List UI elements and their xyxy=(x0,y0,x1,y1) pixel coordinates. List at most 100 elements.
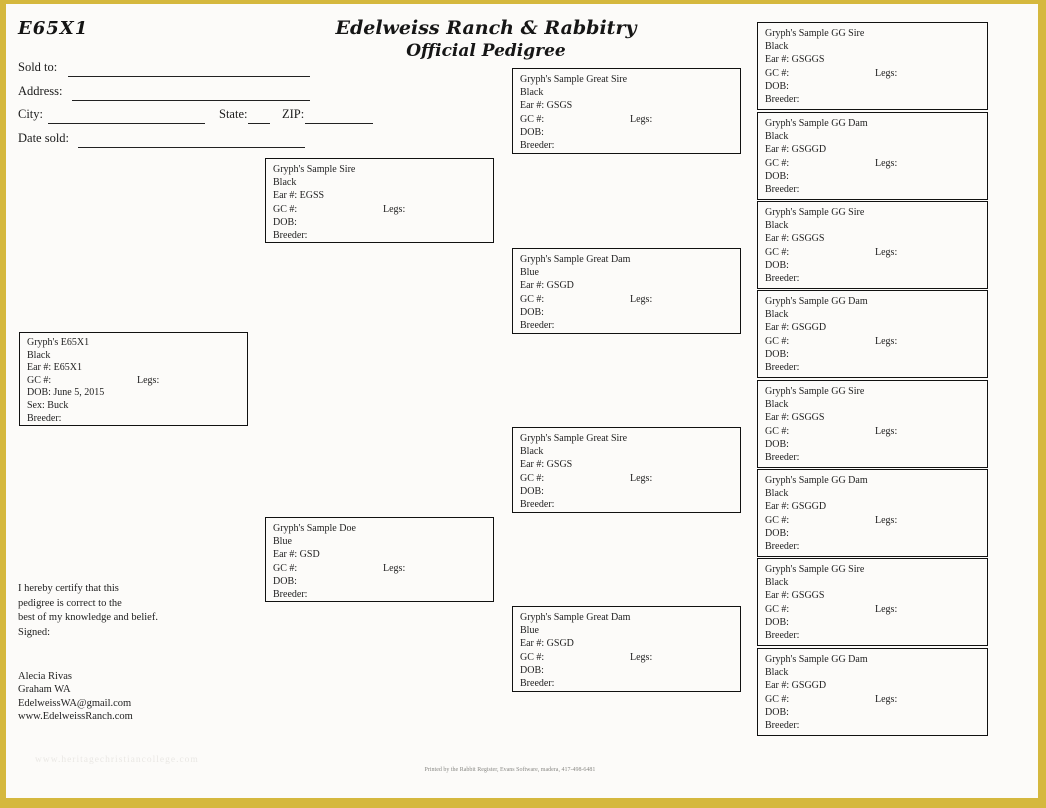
rabbit-name: Gryph's Sample GG Sire xyxy=(765,28,865,39)
rabbit-sex: Sex: Buck xyxy=(27,399,69,411)
breeder-label: Breeder: xyxy=(765,630,800,642)
breeder-location: Graham WA xyxy=(18,684,71,696)
pedigree-box-gg-dam-4: Gryph's Sample GG Dam Black Ear #: GSGGD… xyxy=(757,648,988,736)
pedigree-box-sire: Gryph's Sample Sire Black Ear #: EGSS GC… xyxy=(265,158,494,243)
rabbit-ear-number: Ear #: GSD xyxy=(273,549,320,561)
address-line xyxy=(72,99,310,101)
gc-legs-row: GC #: Legs: xyxy=(520,293,733,306)
gc-legs-row: GC #: Legs: xyxy=(765,603,980,616)
contact-block: Alecia Rivas Graham WA EdelweissWA@gmail… xyxy=(18,670,133,724)
rabbit-color: Black xyxy=(765,220,789,232)
breeder-label: Breeder: xyxy=(273,230,308,242)
pedigree-box-subject: Gryph's E65X1 Black Ear #: E65X1 GC #: L… xyxy=(19,332,248,426)
certification-line: pedigree is correct to the xyxy=(18,597,122,609)
rabbit-ear-number: Ear #: GSGS xyxy=(520,100,573,112)
date-sold-label: Date sold: xyxy=(18,131,70,145)
rabbit-name: Gryph's Sample GG Dam xyxy=(765,118,868,129)
state-line xyxy=(248,122,270,124)
rabbit-ear-number: Ear #: E65X1 xyxy=(27,362,82,374)
rabbit-name: Gryph's Sample Great Dam xyxy=(520,612,631,623)
rabbit-ear-number: Ear #: GSGGS xyxy=(765,54,825,66)
legs-label: Legs: xyxy=(383,562,406,574)
rabbit-ear-number: Ear #: GSGGS xyxy=(765,233,825,245)
pedigree-box-great-sire-1: Gryph's Sample Great Sire Black Ear #: G… xyxy=(512,68,741,154)
rabbit-color: Black xyxy=(273,177,297,189)
breeder-label: Breeder: xyxy=(273,589,308,601)
rabbit-color: Blue xyxy=(520,267,539,279)
rabbit-dob: DOB: xyxy=(765,170,789,182)
breeder-email: EdelweissWA@gmail.com xyxy=(18,697,132,709)
rabbit-ear-number: Ear #: GSGGS xyxy=(765,590,825,602)
gc-number-label: GC #: xyxy=(765,246,790,258)
legs-label: Legs: xyxy=(875,514,898,526)
legs-label: Legs: xyxy=(875,603,898,615)
paper-background xyxy=(6,4,1038,798)
pedigree-box-gg-sire-1: Gryph's Sample GG Sire Black Ear #: GSGG… xyxy=(757,22,988,110)
gc-number-label: GC #: xyxy=(765,67,790,79)
rabbit-name: Gryph's Sample Doe xyxy=(273,523,356,534)
gc-legs-row: GC #: Legs: xyxy=(520,651,733,664)
gc-legs-row: GC #: Legs: xyxy=(27,375,240,388)
ear-number-heading: E65X1 xyxy=(18,18,89,39)
gc-number-label: GC #: xyxy=(520,293,545,305)
rabbit-name: Gryph's Sample GG Dam xyxy=(765,654,868,665)
rabbit-dob: DOB: xyxy=(765,706,789,718)
rabbit-name: Gryph's Sample GG Sire xyxy=(765,564,865,575)
gc-legs-row: GC #: Legs: xyxy=(520,472,733,485)
rabbit-color: Black xyxy=(765,488,789,500)
gc-number-label: GC #: xyxy=(765,514,790,526)
rabbit-ear-number: Ear #: GSGGS xyxy=(765,412,825,424)
breeder-label: Breeder: xyxy=(765,94,800,106)
city-line xyxy=(48,122,205,124)
legs-label: Legs: xyxy=(630,651,653,663)
date-sold-line xyxy=(78,146,305,148)
breeder-label: Breeder: xyxy=(520,320,555,332)
legs-label: Legs: xyxy=(875,246,898,258)
pedigree-box-dam: Gryph's Sample Doe Blue Ear #: GSD GC #:… xyxy=(265,517,494,602)
rabbit-color: Black xyxy=(520,446,544,458)
legs-label: Legs: xyxy=(630,472,653,484)
pedigree-box-great-sire-2: Gryph's Sample Great Sire Black Ear #: G… xyxy=(512,427,741,513)
pedigree-box-gg-dam-1: Gryph's Sample GG Dam Black Ear #: GSGGD… xyxy=(757,112,988,200)
rabbit-dob: DOB: xyxy=(520,306,544,318)
rabbit-dob: DOB: June 5, 2015 xyxy=(27,387,105,399)
rabbit-name: Gryph's Sample Great Sire xyxy=(520,433,628,444)
rabbit-name: Gryph's Sample GG Dam xyxy=(765,475,868,486)
gc-number-label: GC #: xyxy=(765,335,790,347)
breeder-label: Breeder: xyxy=(765,541,800,553)
zip-line xyxy=(305,122,373,124)
rabbit-dob: DOB: xyxy=(520,485,544,497)
sold-to-line xyxy=(68,75,310,77)
watermark-text: www.heritagechristiancollege.com xyxy=(35,755,199,765)
gc-legs-row: GC #: Legs: xyxy=(765,693,980,706)
rabbit-dob: DOB: xyxy=(273,216,297,228)
rabbit-name: Gryph's Sample Great Sire xyxy=(520,74,628,85)
gc-legs-row: GC #: Legs: xyxy=(765,425,980,438)
rabbit-color: Black xyxy=(520,87,544,99)
gc-number-label: GC #: xyxy=(27,374,52,386)
rabbit-color: Black xyxy=(27,349,51,361)
official-pedigree-subtitle: Official Pedigree xyxy=(406,41,566,61)
pedigree-box-great-dam-1: Gryph's Sample Great Dam Blue Ear #: GSG… xyxy=(512,248,741,334)
breeder-label: Breeder: xyxy=(765,362,800,374)
rabbit-name: Gryph's Sample GG Dam xyxy=(765,296,868,307)
gc-legs-row: GC #: Legs: xyxy=(765,335,980,348)
legs-label: Legs: xyxy=(875,157,898,169)
breeder-label: Breeder: xyxy=(520,678,555,690)
rabbit-color: Black xyxy=(765,309,789,321)
legs-label: Legs: xyxy=(630,293,653,305)
address-label: Address: xyxy=(18,84,63,98)
gc-number-label: GC #: xyxy=(273,562,298,574)
rabbit-name: Gryph's E65X1 xyxy=(27,337,90,348)
rabbit-ear-number: Ear #: GSGGD xyxy=(765,144,827,156)
pedigree-box-gg-sire-3: Gryph's Sample GG Sire Black Ear #: GSGG… xyxy=(757,380,988,468)
gc-number-label: GC #: xyxy=(765,693,790,705)
rabbit-dob: DOB: xyxy=(520,664,544,676)
rabbit-ear-number: Ear #: GSGGD xyxy=(765,680,827,692)
rabbit-color: Black xyxy=(765,41,789,53)
certification-line: I hereby certify that this xyxy=(18,583,119,594)
rabbit-ear-number: Ear #: GSGD xyxy=(520,638,574,650)
rabbit-ear-number: Ear #: GSGGD xyxy=(765,501,827,513)
rabbit-color: Black xyxy=(765,131,789,143)
legs-label: Legs: xyxy=(137,374,160,386)
